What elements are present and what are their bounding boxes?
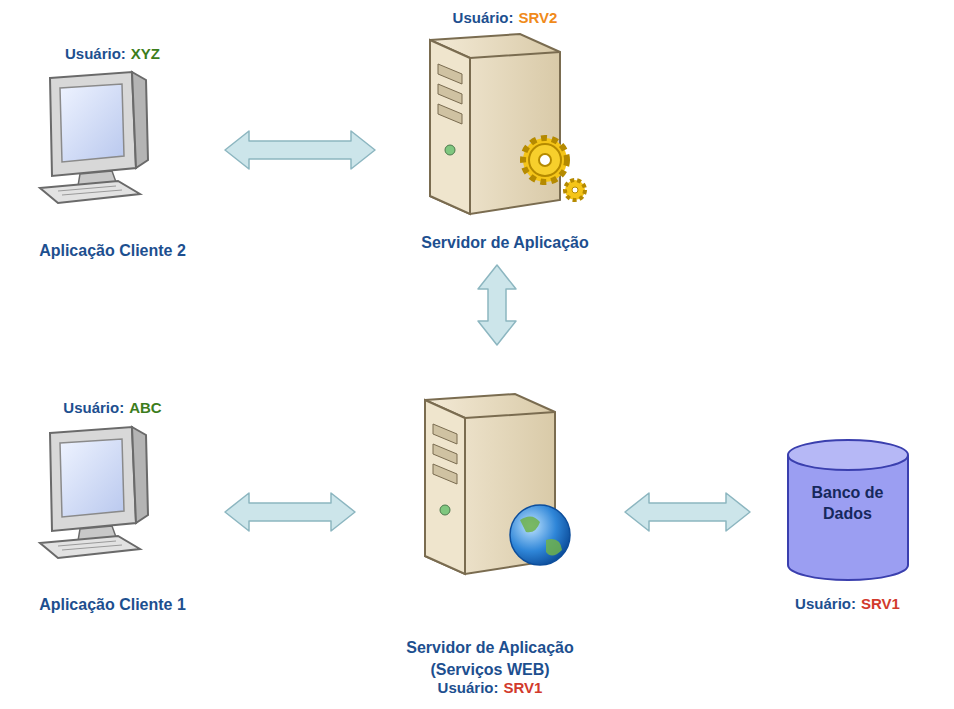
text-row: Usuário:SRV1 bbox=[365, 678, 615, 697]
database-cylinder bbox=[788, 440, 908, 580]
device-node: Servidor de Aplicação (Serviços WEB)Usuá… bbox=[365, 355, 615, 700]
user-label: Usuário: bbox=[453, 8, 514, 27]
user-label: Usuário: bbox=[795, 594, 856, 613]
text-row: Aplicação Cliente 2 bbox=[10, 240, 215, 262]
user-name: SRV1 bbox=[503, 678, 542, 697]
double-arrow bbox=[478, 265, 516, 345]
device-node: Usuário: XYZ Aplicação Cliente 2 bbox=[10, 40, 215, 265]
double-arrow bbox=[625, 493, 750, 531]
text-row: Banco de Dados bbox=[760, 482, 935, 524]
device-caption: Aplicação Cliente 2 bbox=[39, 240, 186, 262]
device-node: Usuário:SRV2Servidor de Aplicação bbox=[385, 5, 625, 255]
double-arrow bbox=[225, 493, 355, 531]
device-node: Banco de DadosUsuário: SRV1 bbox=[760, 430, 935, 620]
computer-icon bbox=[40, 427, 148, 558]
user-label: Usuário: bbox=[65, 44, 126, 63]
double-arrow bbox=[225, 131, 375, 169]
text-row: Servidor de Aplicação bbox=[385, 232, 625, 254]
user-name: XYZ bbox=[131, 44, 160, 63]
gear-icon bbox=[523, 138, 585, 200]
server-icon bbox=[430, 34, 560, 214]
user-label: Usuário: bbox=[438, 678, 499, 697]
text-row: Usuário: XYZ bbox=[10, 44, 215, 63]
text-row: Aplicação Cliente 1 bbox=[10, 594, 215, 616]
device-node: Usuário: ABC Aplicação Cliente 1 bbox=[10, 395, 215, 620]
text-row: Usuário: ABC bbox=[10, 398, 215, 417]
device-caption: Servidor de Aplicação bbox=[421, 232, 588, 254]
text-row: Usuário: SRV1 bbox=[760, 594, 935, 613]
text-row: Servidor de Aplicação (Serviços WEB) bbox=[365, 637, 615, 681]
user-label: Usuário: bbox=[63, 398, 124, 417]
user-name: ABC bbox=[129, 398, 162, 417]
user-name: SRV2 bbox=[518, 8, 557, 27]
globe-icon bbox=[510, 505, 570, 565]
device-caption: Aplicação Cliente 1 bbox=[39, 594, 186, 616]
text-row: Usuário:SRV2 bbox=[385, 8, 625, 27]
user-name: SRV1 bbox=[861, 594, 900, 613]
database-label: Banco de Dados bbox=[802, 482, 894, 524]
computer-icon bbox=[40, 72, 148, 203]
device-caption: Servidor de Aplicação (Serviços WEB) bbox=[388, 637, 593, 681]
